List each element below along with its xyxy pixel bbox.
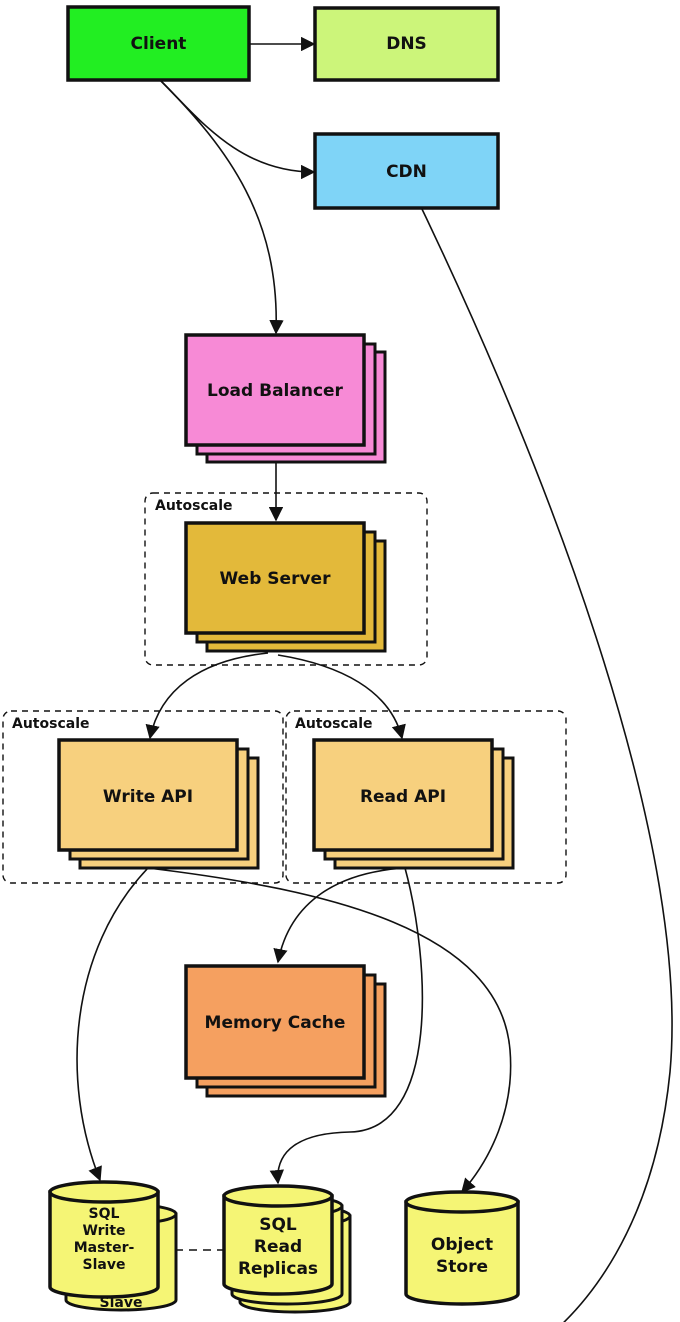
sql-write-line-1: SQL bbox=[89, 1206, 120, 1222]
edge-write-api-object-store bbox=[147, 867, 512, 1194]
object-store-node[interactable]: Object Store bbox=[404, 1190, 520, 1306]
write-api-node[interactable]: Write API bbox=[57, 738, 260, 870]
autoscale-label-write: Autoscale bbox=[12, 716, 90, 732]
sql-write-line-4: Slave bbox=[83, 1257, 126, 1273]
edge-write-api-sql-write bbox=[76, 867, 149, 1182]
edge-read-api-memory-cache bbox=[273, 867, 406, 964]
autoscale-group-read: Autoscale bbox=[285, 710, 567, 884]
object-store-line-1: Object bbox=[431, 1235, 493, 1255]
sql-read-node[interactable]: SQL Read Replicas bbox=[222, 1184, 352, 1314]
write-api-label: Write API bbox=[103, 787, 193, 807]
object-store-line-2: Store bbox=[436, 1257, 488, 1277]
web-server-node[interactable]: Web Server bbox=[184, 521, 387, 653]
edge-read-api-sql-read bbox=[269, 867, 424, 1185]
web-server-label: Web Server bbox=[220, 569, 332, 589]
sql-read-line-2: Read bbox=[254, 1237, 302, 1257]
sql-write-line-3: Master- bbox=[74, 1240, 135, 1256]
dns-node[interactable]: DNS bbox=[313, 6, 500, 82]
autoscale-group-write: Autoscale bbox=[2, 710, 284, 884]
sql-read-line-1: SQL bbox=[259, 1215, 297, 1235]
edge-client-cdn bbox=[159, 79, 316, 180]
client-node[interactable]: Client bbox=[66, 5, 251, 82]
read-api-node[interactable]: Read API bbox=[312, 738, 515, 870]
sql-write-line-2: Write bbox=[82, 1223, 125, 1239]
autoscale-group-web: Autoscale bbox=[144, 492, 428, 666]
edge-client-load-balancer bbox=[159, 79, 284, 335]
memory-cache-node[interactable]: Memory Cache bbox=[184, 964, 387, 1098]
edge-web-server-write-api bbox=[145, 652, 269, 740]
load-balancer-node[interactable]: Load Balancer bbox=[184, 333, 387, 464]
edge-cdn-object-store bbox=[407, 179, 673, 1322]
dns-label: DNS bbox=[386, 34, 427, 54]
sql-write-back-label: Slave bbox=[100, 1295, 143, 1311]
cdn-node[interactable]: CDN bbox=[313, 132, 500, 210]
load-balancer-label: Load Balancer bbox=[207, 381, 344, 401]
memory-cache-label: Memory Cache bbox=[205, 1013, 346, 1033]
autoscale-label-web: Autoscale bbox=[155, 498, 233, 514]
edge-web-server-read-api bbox=[277, 654, 406, 740]
client-label: Client bbox=[131, 34, 187, 54]
autoscale-label-read: Autoscale bbox=[295, 716, 373, 732]
sql-write-node[interactable]: Slave SQL Write Master- Slave bbox=[48, 1180, 178, 1312]
edges bbox=[76, 36, 673, 1322]
read-api-label: Read API bbox=[360, 787, 446, 807]
cdn-label: CDN bbox=[386, 162, 427, 182]
sql-read-line-3: Replicas bbox=[238, 1259, 318, 1279]
